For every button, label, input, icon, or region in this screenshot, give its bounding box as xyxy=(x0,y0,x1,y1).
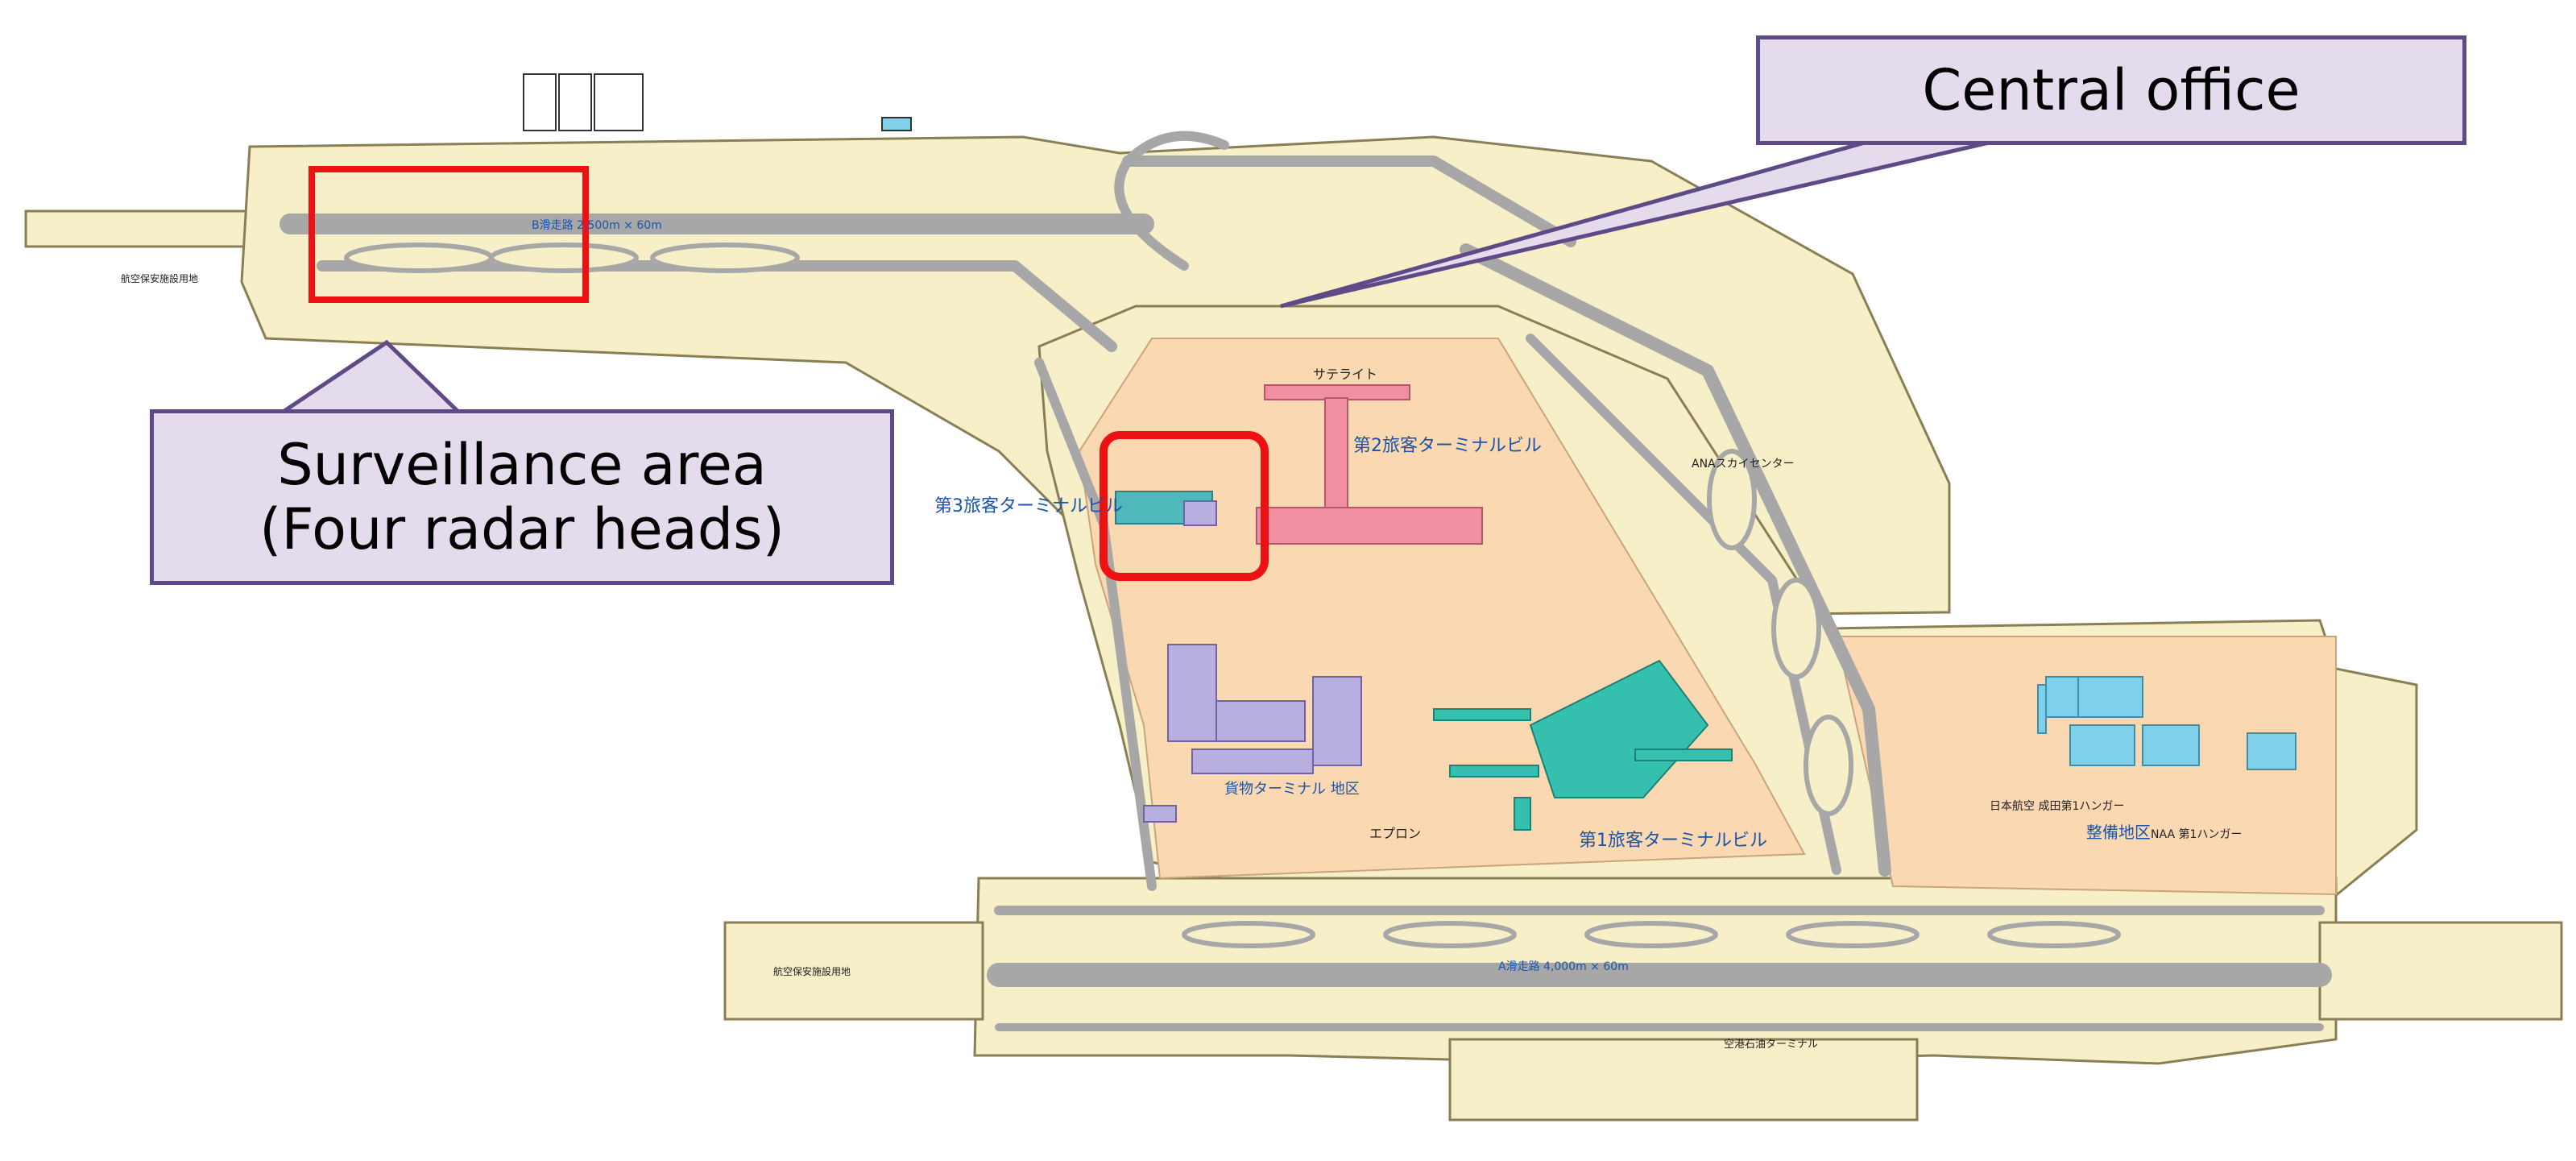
island xyxy=(489,243,639,273)
cargo-building xyxy=(1312,676,1362,766)
label-runway-a: A滑走路 4,000m × 60m xyxy=(1498,960,1629,973)
cargo-building xyxy=(1191,748,1314,774)
surveillance-highlight[interactable] xyxy=(309,166,589,303)
island xyxy=(1182,921,1315,948)
taxiway-diag-3 xyxy=(1122,155,1576,247)
cargo-building xyxy=(1216,700,1306,742)
taxiway-diag-1 xyxy=(1460,243,1891,877)
island xyxy=(1771,578,1821,679)
island xyxy=(1383,921,1517,948)
terminal-1-pier xyxy=(1514,797,1531,831)
central-office-highlight[interactable] xyxy=(1100,431,1269,581)
label-terminal2: 第2旅客ターミナルビル xyxy=(1353,436,1542,456)
label-jal-hangar: 日本航空 成田第1ハンガー xyxy=(1990,799,2124,813)
surveillance-pointer xyxy=(275,339,465,415)
label-naa-hangar: NAA 第1ハンガー xyxy=(2151,827,2242,841)
hangar xyxy=(2045,676,2079,718)
terminal-1-pier xyxy=(1634,748,1733,761)
building xyxy=(594,73,644,131)
label-terminal1: 第1旅客ターミナルビル xyxy=(1579,831,1767,851)
building xyxy=(523,73,557,131)
north-buildings xyxy=(523,73,912,131)
hangar xyxy=(2037,684,2047,734)
label-apron: エプロン xyxy=(1369,826,1421,841)
island xyxy=(1707,449,1757,550)
label-runway-b: B滑走路 2,500m × 60m xyxy=(532,218,662,232)
central-office-label: Central office xyxy=(1922,56,2301,123)
surveillance-area-callout[interactable]: Surveillance area (Four radar heads) xyxy=(150,409,894,585)
terminal-1-pier xyxy=(1433,708,1531,721)
surveillance-area-label: Surveillance area xyxy=(277,431,767,498)
terminal-2 xyxy=(1256,384,1483,545)
label-maintenance: 整備地区 xyxy=(2086,823,2151,842)
hangar xyxy=(2077,676,2143,718)
terminal-1 xyxy=(1433,659,1733,831)
island xyxy=(1804,715,1853,816)
grass-islands xyxy=(344,243,2121,948)
building xyxy=(881,117,912,131)
island xyxy=(1987,921,2121,948)
radar-heads-label: (Four radar heads) xyxy=(259,496,785,562)
label-satellite: サテライト xyxy=(1313,367,1377,382)
island xyxy=(650,243,800,273)
label-terminal3: 第3旅客ターミナルビル xyxy=(934,496,1123,516)
hangar xyxy=(2069,724,2135,766)
hangar xyxy=(2247,732,2296,770)
terminal-2-stem xyxy=(1324,397,1348,520)
island xyxy=(1584,921,1718,948)
building xyxy=(558,73,592,131)
navaid-strip-se xyxy=(2318,921,2563,1021)
cargo-building xyxy=(1167,644,1217,742)
label-cargo: 貨物ターミナル 地区 xyxy=(1224,781,1360,798)
island xyxy=(344,243,494,273)
terminal-2-main xyxy=(1256,507,1483,545)
terminal-1-pier xyxy=(1449,765,1539,777)
south-appendix xyxy=(1448,1038,1919,1122)
island xyxy=(1786,921,1920,948)
maintenance-hangars xyxy=(2037,676,2296,770)
label-navaid-left: 航空保安施設用地 xyxy=(121,272,198,284)
label-fuel-terminal: 空港石油ターミナル xyxy=(1724,1039,1818,1051)
taxiway-loop xyxy=(1114,131,1229,271)
hangar xyxy=(2142,724,2200,766)
cargo-area xyxy=(1143,644,1362,823)
central-office-callout[interactable]: Central office xyxy=(1756,35,2466,145)
label-navaid-sw: 航空保安施設用地 xyxy=(773,965,851,977)
label-ana-sky-center: ANAスカイセンター xyxy=(1692,458,1795,471)
terminal-3-annex xyxy=(1183,500,1217,526)
taxiways xyxy=(280,131,2332,1031)
navaid-strip-west xyxy=(24,209,277,248)
navaid-strip-sw xyxy=(723,921,984,1021)
cargo-building xyxy=(1143,805,1177,823)
